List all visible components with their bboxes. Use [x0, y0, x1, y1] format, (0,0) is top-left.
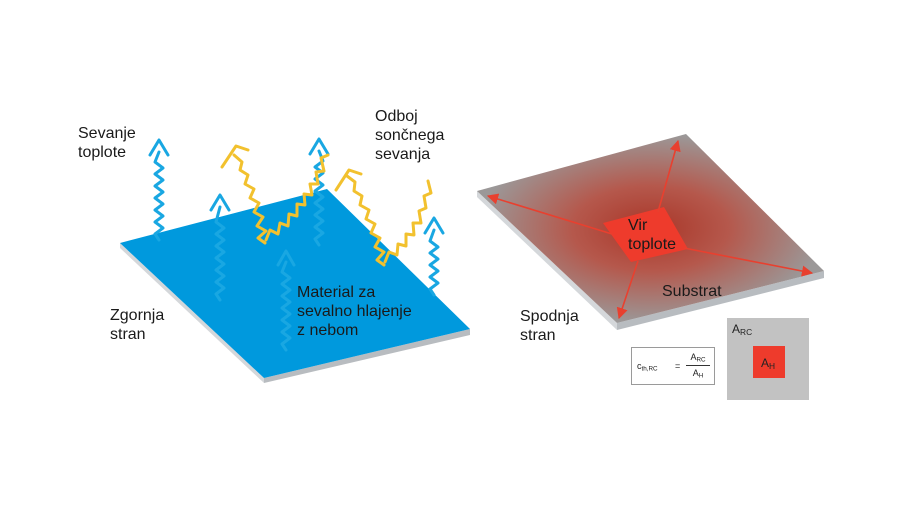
area-inset-h: AH: [753, 346, 785, 378]
radiative-panel: [120, 189, 470, 383]
thermal-radiation-label: Sevanje toplote: [78, 124, 136, 162]
thermal-arrow: [423, 216, 445, 297]
label-line: Spodnja: [520, 308, 579, 325]
ratio-formula-box: cth,RC = ARC AH: [631, 347, 715, 385]
label-line: z nebom: [297, 322, 359, 339]
label-line: toplote: [78, 144, 127, 161]
label-line: Substrat: [662, 283, 722, 300]
heat-spread-arrows: [486, 139, 814, 320]
thermal-radiation-arrows: [148, 137, 445, 352]
panel-top-surface: [120, 189, 470, 378]
solar-reflection-arrows: [220, 144, 433, 267]
solar-reflection-label: Odboj sončnega sevanja: [375, 107, 444, 164]
spread-arrow-top: [657, 139, 681, 213]
heat-source-square: [603, 207, 688, 262]
spread-arrow-left: [486, 193, 613, 235]
substrate-edge-right: [617, 271, 824, 330]
thermal-arrow: [209, 193, 231, 302]
solar-reflected-arrow: [264, 153, 330, 242]
label-line: toplote: [628, 236, 677, 253]
spread-arrow-bottom: [616, 260, 639, 320]
top-side-label: Zgornja stran: [110, 306, 164, 344]
material-label: Material za sevalno hlajenje z nebom: [297, 283, 412, 340]
label-line: Odboj: [375, 108, 418, 125]
solar-reflected-arrow: [383, 179, 433, 264]
formula-fraction-bar: [686, 365, 710, 366]
formula-denominator: AH: [692, 368, 704, 380]
heat-source-label: Vir toplote: [628, 216, 676, 254]
substrate-edge-left: [477, 191, 617, 330]
substrate-label: Substrat: [662, 282, 722, 301]
panel-edge-right: [264, 329, 470, 383]
spread-arrow-right: [683, 247, 814, 277]
thermal-arrow: [276, 249, 296, 352]
label-line: sončnega: [375, 127, 445, 144]
label-line: sevanja: [375, 146, 431, 163]
label-line: Zgornja: [110, 307, 165, 324]
formula-numerator: ARC: [690, 352, 706, 364]
inset-inner-label: AH: [761, 356, 776, 372]
bottom-side-label: Spodnja stran: [520, 307, 579, 345]
thermal-arrow: [308, 137, 330, 247]
solar-incoming-arrow: [220, 144, 268, 245]
label-line: stran: [520, 327, 556, 344]
substrate-panel: [477, 134, 824, 330]
inset-outer-label: ARC: [732, 322, 753, 338]
formula-lhs: cth,RC: [637, 361, 658, 373]
label-line: stran: [110, 326, 146, 343]
solar-incoming-arrow: [334, 168, 386, 267]
thermal-arrow: [148, 138, 170, 242]
label-line: sevalno hlajenje: [297, 303, 412, 320]
formula-equals: =: [675, 361, 681, 371]
label-line: Material za: [297, 284, 376, 301]
label-line: Vir: [628, 217, 648, 234]
label-line: Sevanje: [78, 125, 136, 142]
panel-edge-left: [120, 243, 264, 383]
